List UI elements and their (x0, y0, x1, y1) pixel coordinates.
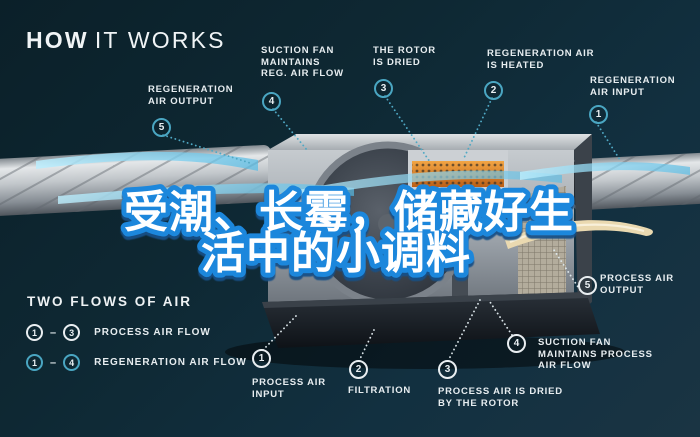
callout-number-badge-regen-5: 5 (152, 118, 171, 137)
page-title-light: IT WORKS (94, 27, 226, 53)
callout-process-air-input-label: PROCESS AIR INPUT (252, 377, 326, 400)
callout-number-badge-process-2: 2 (349, 360, 368, 379)
top-face (268, 134, 592, 150)
legend-badge-to-3: 3 (63, 324, 81, 341)
headline: 受潮、长霉，储藏好生 活中的小调料 受潮、长霉，储藏好生 活中的小调料 (119, 183, 578, 283)
callout-number-badge-process-4: 4 (507, 334, 526, 353)
page-title-bold: HOW (26, 27, 89, 53)
callout-number-badge-regen-3: 3 (374, 79, 393, 98)
legend-dash-2: – (50, 356, 57, 369)
legend-row-process: 1 – 3 PROCESS AIR FLOW (26, 324, 211, 341)
base-edge-highlight (262, 292, 588, 308)
legend-label-regeneration: REGENERATION AIR FLOW (94, 357, 247, 368)
callout-regen-air-output-label: REGENERATION AIR OUTPUT (148, 84, 234, 107)
legend-title: TWO FLOWS OF AIR (27, 294, 192, 309)
legend-badge-from-1: 1 (26, 324, 43, 341)
callout-number-badge-process-5: 5 (578, 276, 597, 295)
headline-line1-stroke: 受潮、长霉，储藏好生 (124, 188, 574, 237)
callout-process-air-dried-label: PROCESS AIR IS DRIED BY THE ROTOR (438, 386, 563, 409)
process-output-beige-arrow (505, 220, 653, 249)
regen-input-airflow (520, 162, 690, 180)
process-output-arrow-highlight (509, 223, 645, 244)
leader-lines (162, 95, 621, 362)
legend-label-process: PROCESS AIR FLOW (94, 327, 211, 338)
headline-line2: 活中的小调料 (201, 229, 471, 278)
output-mesh-grid (518, 186, 566, 304)
legend-dash: – (50, 326, 57, 339)
callout-number-badge-regen-4: 4 (262, 92, 281, 111)
headline-line1: 受潮、长霉，储藏好生 (124, 188, 574, 237)
airflow-swooshes (36, 151, 690, 249)
callout-number-badge-regen-1: 1 (589, 105, 608, 124)
callout-number-badge-process-3: 3 (438, 360, 457, 379)
callout-process-air-output-label: PROCESS AIR OUTPUT (600, 273, 674, 296)
legend-badge-from-1b: 1 (26, 354, 43, 371)
legend-row-regeneration: 1 – 4 REGENERATION AIR FLOW (26, 354, 247, 371)
rotor-crossflow-airflow (298, 170, 562, 198)
callout-number-badge-regen-2: 2 (484, 81, 503, 100)
rotor-hub (378, 214, 398, 234)
callout-suction-fan-process-label: SUCTION FAN MAINTAINS PROCESS AIR FLOW (538, 337, 653, 371)
callout-rotor-dried-label: THE ROTOR IS DRIED (373, 45, 436, 68)
callout-number-badge-process-1: 1 (252, 349, 271, 368)
callout-regen-air-input-label: REGENERATION AIR INPUT (590, 75, 676, 98)
process-inflow-airflow (58, 183, 354, 204)
callout-regen-air-heated-label: REGENERATION AIR IS HEATED (487, 48, 595, 71)
callout-filtration-label: FILTRATION (348, 385, 412, 396)
regen-output-airflow (36, 151, 258, 171)
legend-badge-to-4: 4 (63, 354, 81, 371)
callout-suction-fan-reg-label: SUCTION FAN MAINTAINS REG. AIR FLOW (261, 45, 344, 79)
headline-line2-stroke: 活中的小调料 (201, 229, 471, 278)
